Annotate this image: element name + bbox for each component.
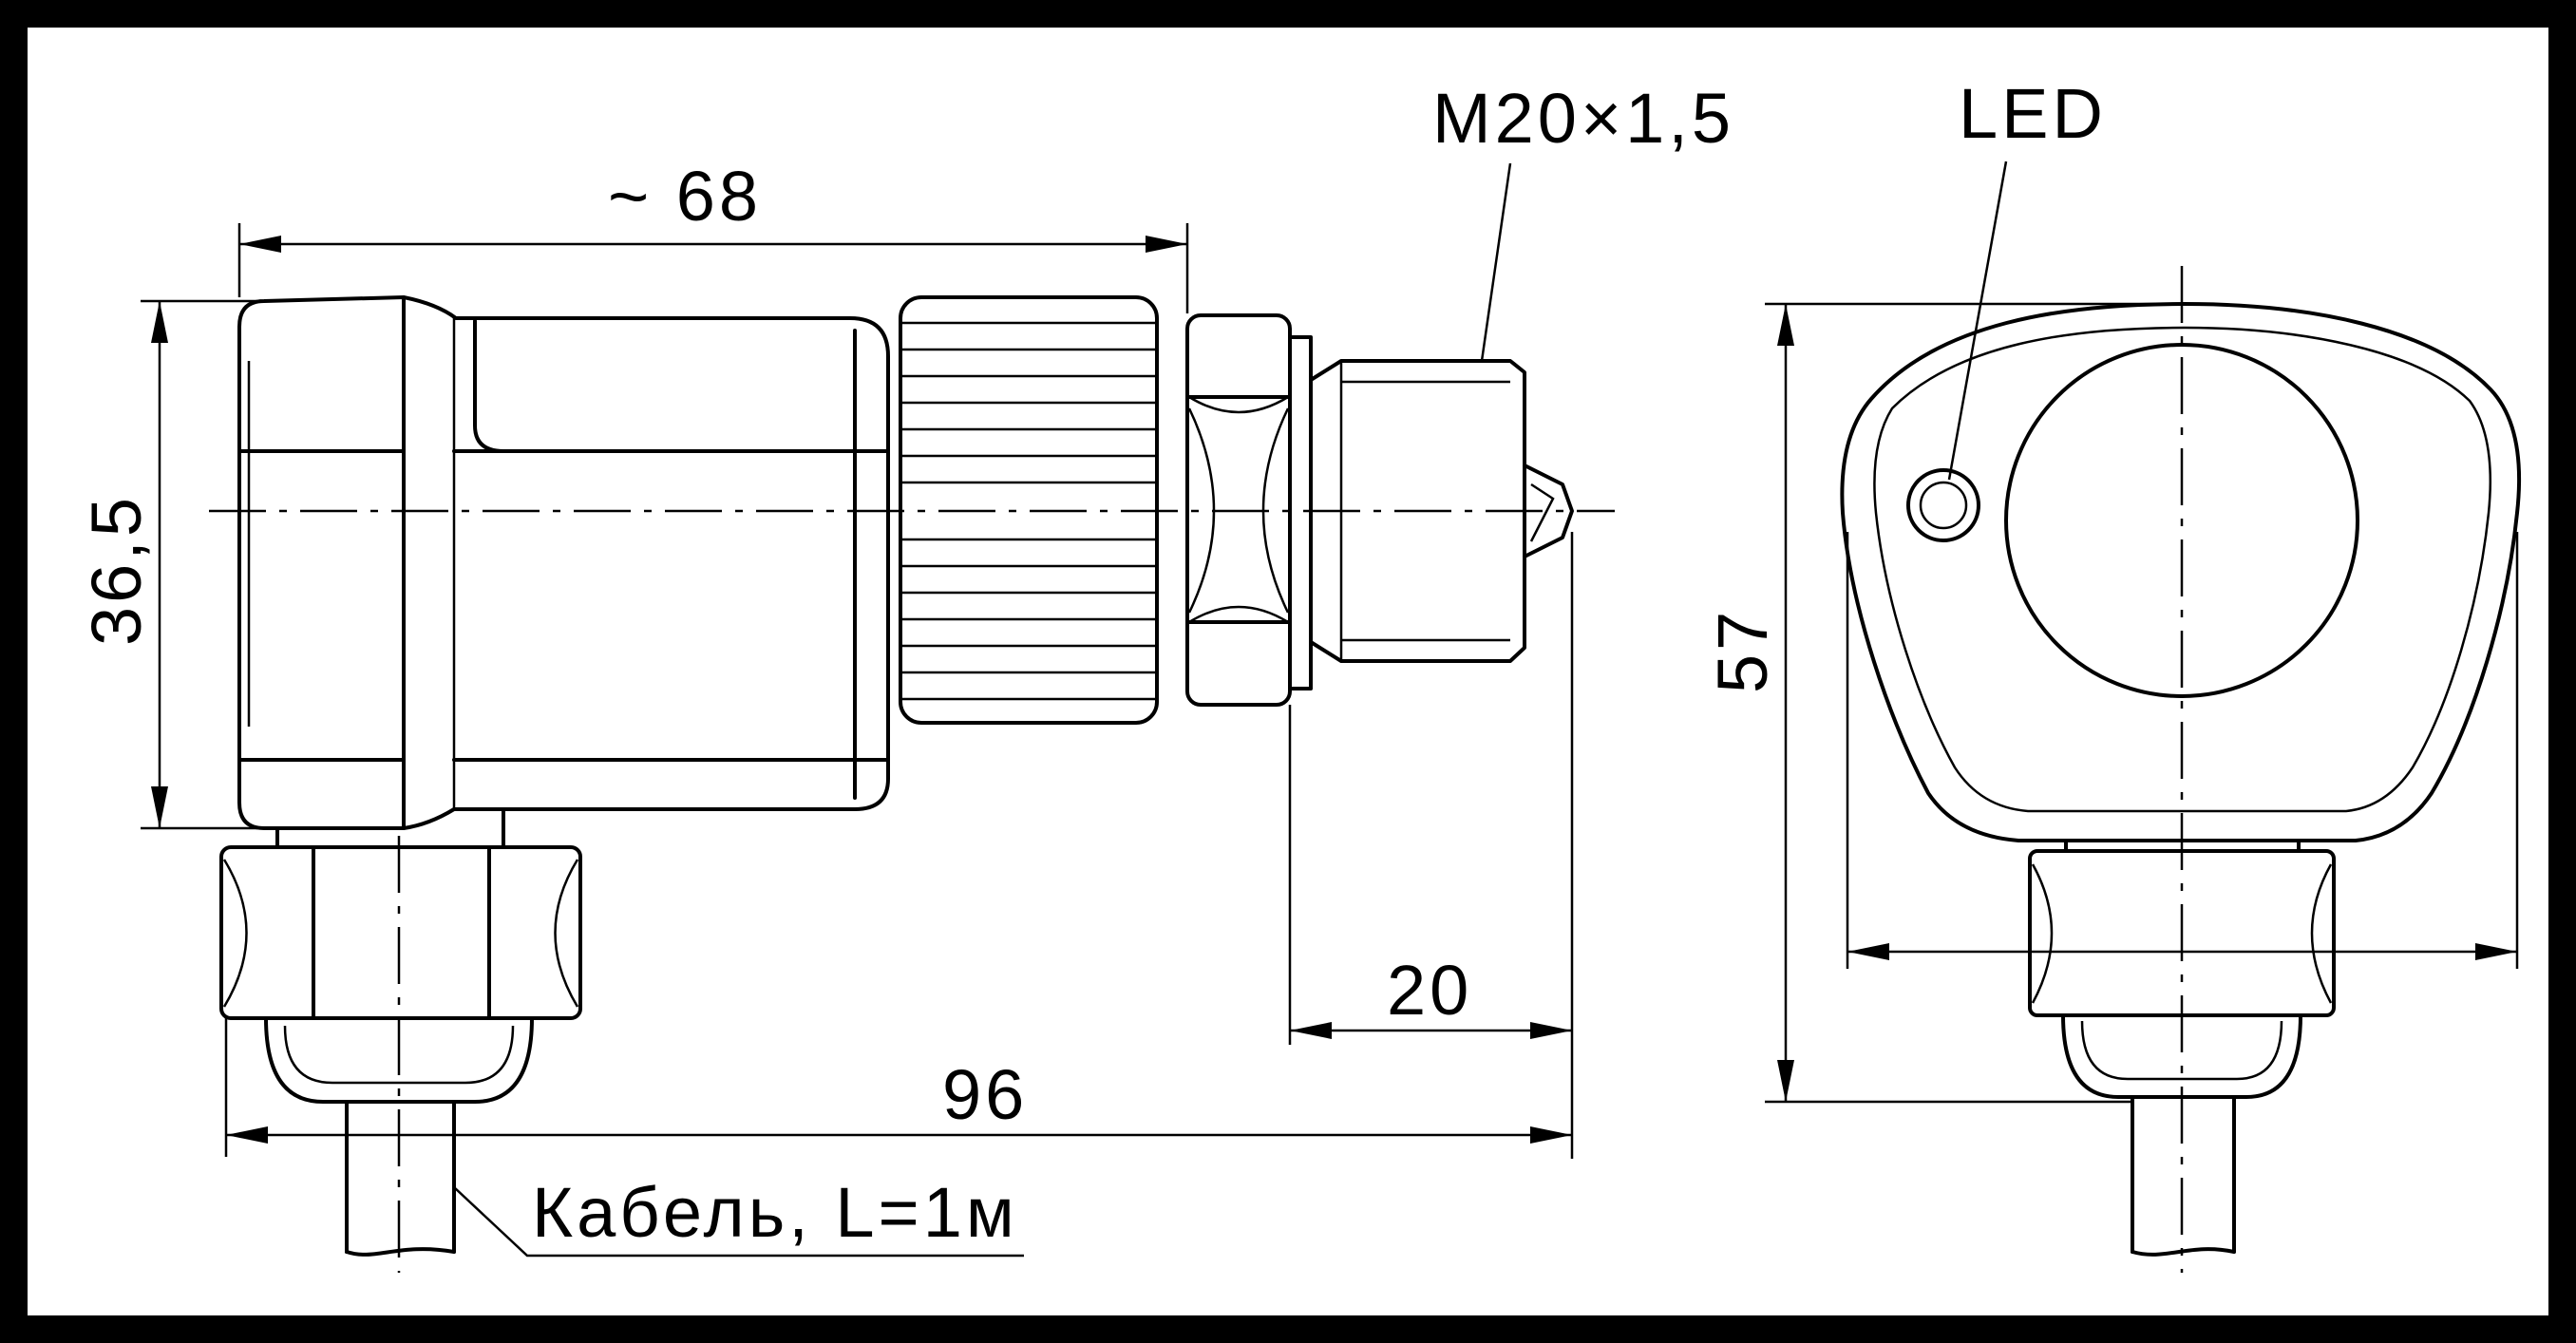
thread-section xyxy=(1309,359,1574,663)
sensor-cap xyxy=(237,295,406,830)
dim-height-36-5-label: 36,5 xyxy=(77,494,156,646)
front-cable xyxy=(2131,1095,2236,1257)
hex-nut-front xyxy=(2028,839,2336,1099)
front-lens xyxy=(2004,343,2359,698)
dim-thread-20 xyxy=(1288,532,1574,1159)
front-inner-body xyxy=(1873,326,2491,813)
sensor-housing xyxy=(402,295,890,830)
front-view: LED xyxy=(1703,74,2521,1273)
dim-length-68-label: ~ 68 xyxy=(608,157,762,236)
sensor-tip xyxy=(1523,463,1574,558)
front-outer-body xyxy=(1840,302,2521,842)
dim-overall-96-label: 96 xyxy=(942,1055,1028,1134)
cable-leader xyxy=(453,1186,1024,1258)
cable-label: Кабель, L=1м xyxy=(532,1173,1018,1252)
dim-height-36-5 xyxy=(141,299,264,830)
led-indicator xyxy=(1906,468,1980,542)
dim-front-height-57 xyxy=(1765,302,2185,1104)
dim-overall-96 xyxy=(224,1018,1572,1157)
led-leader xyxy=(1947,161,2008,481)
dim-thread-20-label: 20 xyxy=(1387,951,1472,1030)
knurled-nut xyxy=(899,295,1159,725)
led-label: LED xyxy=(1959,74,2107,153)
dim-length-68 xyxy=(237,223,1189,313)
thread-label: M20×1,5 xyxy=(1432,79,1734,158)
thread-leader xyxy=(1480,162,1512,362)
cable-gland-hex xyxy=(219,807,582,1104)
side-view: ~ 68 36,5 M20×1,5 20 96 xyxy=(77,79,1734,1273)
cable xyxy=(345,1100,456,1257)
dim-front-height-57-label: 57 xyxy=(1703,608,1782,693)
dim-front-width xyxy=(1846,532,2519,969)
